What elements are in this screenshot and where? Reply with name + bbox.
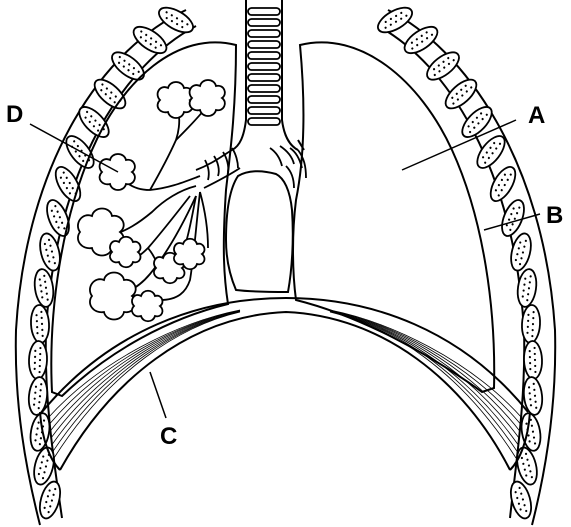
trachea-ring	[248, 96, 280, 103]
rib-section	[28, 341, 47, 380]
rib-section	[129, 22, 170, 59]
trachea-ring	[248, 41, 280, 48]
bronchi	[196, 146, 306, 188]
trachea-ring	[248, 19, 280, 26]
diaphragm-muscle-fibres	[48, 310, 522, 458]
trachea-rings	[248, 8, 280, 125]
trachea-ring	[248, 118, 280, 125]
trachea-ring	[248, 107, 280, 114]
trachea-ring	[248, 30, 280, 37]
label-d: D	[6, 101, 23, 128]
label-a: A	[528, 102, 545, 129]
rib-section	[31, 445, 58, 486]
trachea	[232, 0, 298, 150]
rib-sections	[27, 3, 544, 521]
trachea-ring	[248, 52, 280, 59]
label-c: C	[160, 423, 177, 450]
rib-section	[523, 341, 542, 380]
rib-section	[155, 3, 197, 38]
rib-section	[519, 412, 543, 453]
rib-section	[27, 376, 49, 416]
heart	[226, 171, 293, 292]
rib-section	[74, 102, 113, 142]
rib-section	[514, 445, 541, 486]
rib-section	[457, 102, 496, 142]
trachea-ring	[248, 74, 280, 81]
rib-section	[374, 3, 416, 38]
rib-section	[521, 305, 541, 344]
rib-section	[472, 131, 510, 172]
trachea-ring	[248, 85, 280, 92]
label-b: B	[546, 202, 563, 229]
trachea-ring	[248, 8, 280, 15]
trachea-ring	[248, 63, 280, 70]
rib-section	[400, 22, 441, 59]
leader-line-c	[150, 372, 166, 418]
rib-section	[36, 479, 64, 520]
